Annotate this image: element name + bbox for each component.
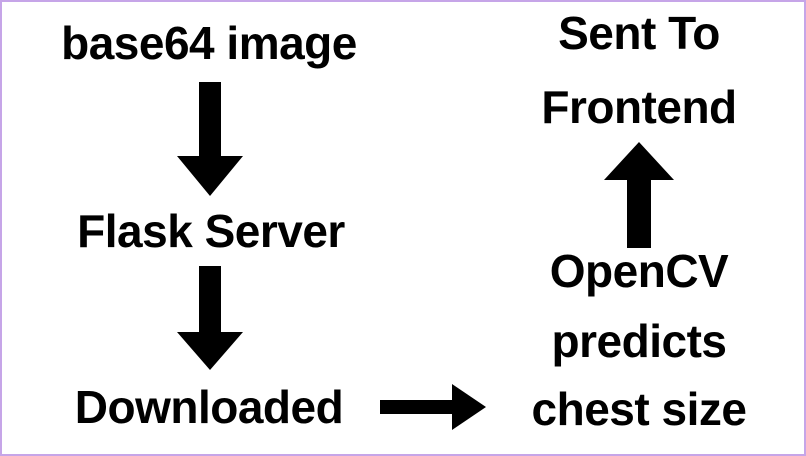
arrow-right-downloaded-to-opencv	[380, 384, 486, 430]
node-opencv: OpenCV	[549, 245, 729, 297]
node-flask-server: Flask Server	[77, 205, 345, 257]
node-base64-image: base64 image	[61, 17, 357, 69]
node-sent-to: Sent To	[558, 7, 720, 59]
node-predicts: predicts	[551, 315, 727, 367]
arrow-down-flask-to-downloaded	[177, 266, 243, 370]
node-downloaded: Downloaded	[74, 381, 344, 433]
node-frontend: Frontend	[541, 81, 737, 133]
node-chest-size: chest size	[531, 383, 747, 435]
arrow-up-opencv-to-frontend	[604, 142, 674, 248]
arrow-down-base64-to-flask	[177, 82, 243, 196]
